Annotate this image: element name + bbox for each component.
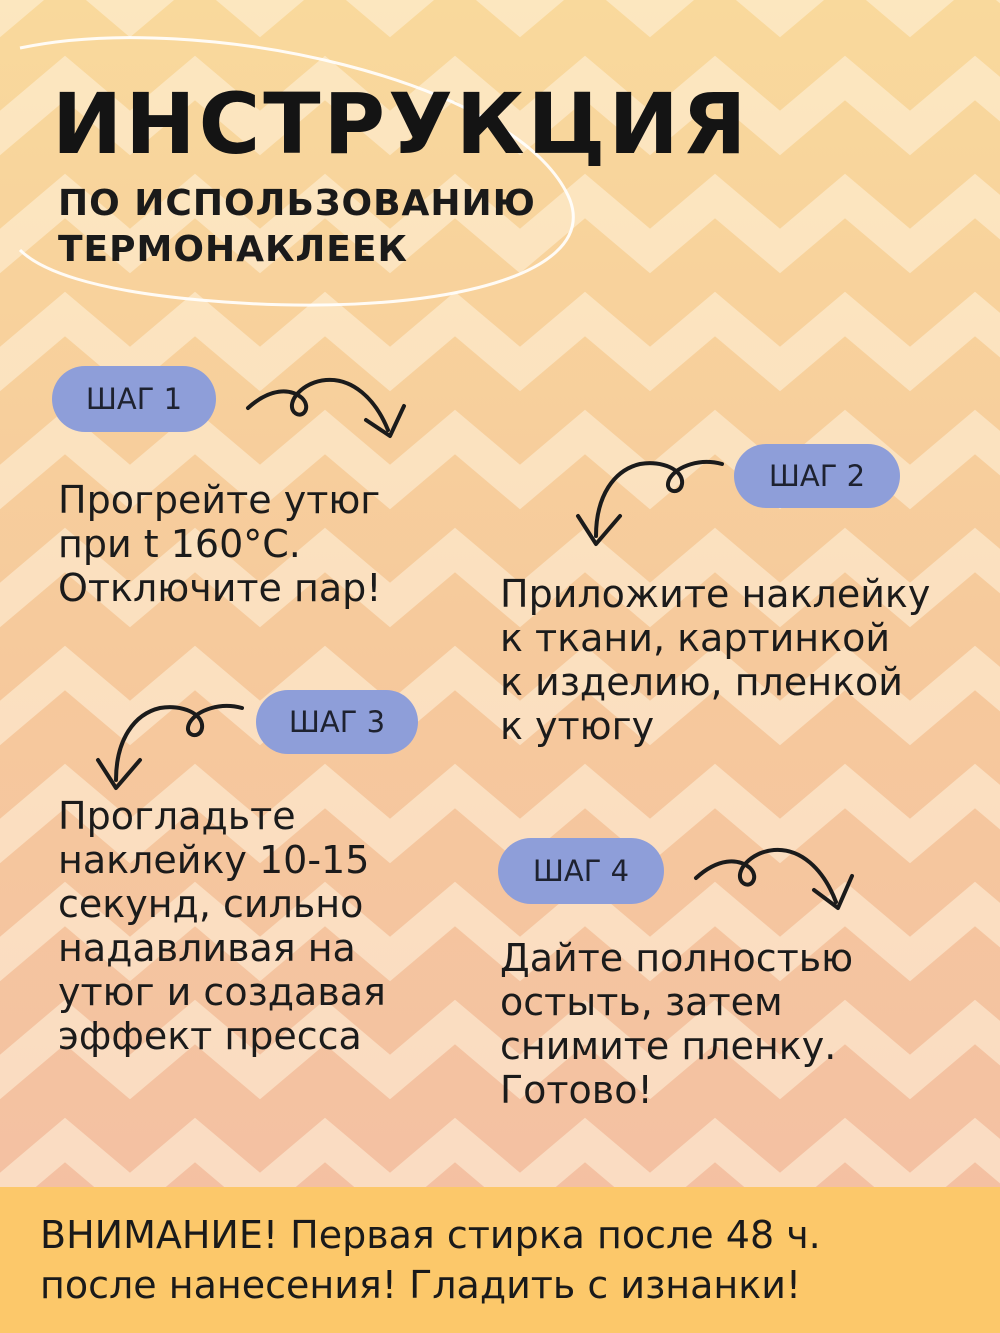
curly-arrow-icon [96, 703, 244, 790]
chevron-stripe [0, 1117, 1000, 1218]
chevron-stripe [0, 0, 1000, 38]
warning-text: ВНИМАНИЕ! Первая стирка после 48 ч. посл… [40, 1213, 821, 1307]
chevron-stripe [0, 999, 1000, 1100]
chevron-stripe [0, 173, 1000, 274]
step-2-text: Приложите наклейку к ткани, картинкой к … [500, 572, 931, 748]
page-subtitle-line2: ТЕРМОНАКЛЕЕК [58, 229, 408, 270]
step-2-badge: ШАГ 2 [734, 444, 900, 508]
step-3-badge: ШАГ 3 [256, 690, 418, 754]
step-4-text: Дайте полностью остыть, затем снимите пл… [500, 936, 854, 1112]
curly-arrow-icon [246, 377, 406, 438]
chevron-stripe [0, 881, 1000, 982]
warning-banner [0, 1187, 1000, 1333]
title-swoosh [18, 36, 575, 307]
step-1-text: Прогрейте утюг при t 160°C. Отключите па… [58, 478, 382, 610]
chevron-stripe [0, 291, 1000, 392]
step-1-badge: ШАГ 1 [52, 366, 216, 432]
chevron-stripe [0, 527, 1000, 628]
curly-arrow-icon [694, 847, 854, 910]
page-subtitle-line1: ПО ИСПОЛЬЗОВАНИЮ [58, 183, 536, 224]
page-title: ИНСТРУКЦИЯ [52, 75, 750, 173]
curly-arrow-icon [576, 459, 724, 546]
chevron-stripe [0, 645, 1000, 746]
chevron-stripe [0, 55, 1000, 156]
chevron-stripe [0, 763, 1000, 864]
step-3-text: Прогладьте наклейку 10-15 секунд, сильно… [58, 794, 386, 1058]
step-4-badge: ШАГ 4 [498, 838, 664, 904]
